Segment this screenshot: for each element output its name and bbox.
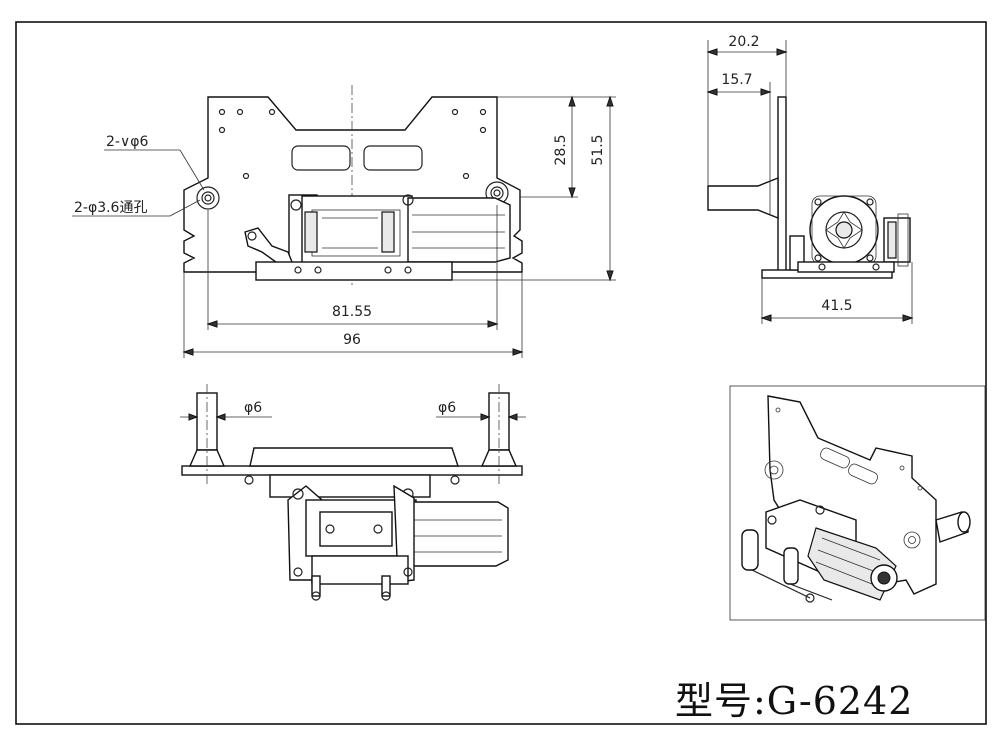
servo-mechanism-side (789, 195, 911, 273)
top-cover (249, 447, 459, 467)
slot-left (291, 145, 351, 171)
dim-96-label: 96 (343, 332, 361, 348)
dim-20-2-label: 20.2 (728, 34, 759, 50)
servo-mechanism-top (244, 474, 509, 601)
note-through-hole: 2-φ3.6通孔 (74, 200, 147, 216)
dimension-96 (182, 272, 524, 358)
drawing-border (15, 21, 987, 725)
dim-81-55-label: 81.55 (332, 304, 372, 320)
dia-right-label: φ6 (438, 400, 456, 416)
small-holes (218, 108, 487, 180)
dimension-41-5 (760, 262, 914, 324)
top-view: φ6 φ6 (180, 384, 526, 601)
peg-left (188, 384, 226, 486)
model-label: 型号:G-6242 (675, 679, 913, 723)
side-view: 20.2 15.7 41.5 (706, 34, 914, 324)
top-plate (181, 465, 523, 476)
iso-mechanism (741, 499, 898, 603)
side-plate (777, 96, 787, 278)
dimension-phi6-left (180, 413, 272, 421)
dimension-51-5 (452, 95, 616, 282)
isometric-view (729, 385, 986, 621)
peg-right (480, 384, 518, 486)
slot-right (363, 145, 423, 171)
dim-51-5-label: 51.5 (590, 134, 606, 165)
isometric-frame (729, 385, 986, 621)
servo-mechanism-front (244, 194, 511, 281)
dimension-20-2 (706, 40, 788, 186)
shaft-boss (707, 176, 779, 220)
dim-15-7-label: 15.7 (721, 72, 752, 88)
dimension-phi6-right (436, 413, 526, 421)
note-countersink: 2-∨φ6 (106, 134, 148, 150)
dimension-15-7 (706, 82, 772, 182)
dim-41-5-label: 41.5 (821, 298, 852, 314)
iso-details (764, 407, 923, 549)
front-view: 2-∨φ6 2-φ3.6通孔 28.5 51.5 (72, 85, 616, 358)
dia-left-label: φ6 (244, 400, 262, 416)
dim-28-5-label: 28.5 (553, 134, 569, 165)
dimension-81-55 (206, 205, 499, 330)
leader-through-hole (72, 199, 201, 217)
dimension-28-5 (497, 95, 578, 199)
leader-countersink (104, 149, 205, 191)
countersunk-hole-left (196, 186, 220, 210)
